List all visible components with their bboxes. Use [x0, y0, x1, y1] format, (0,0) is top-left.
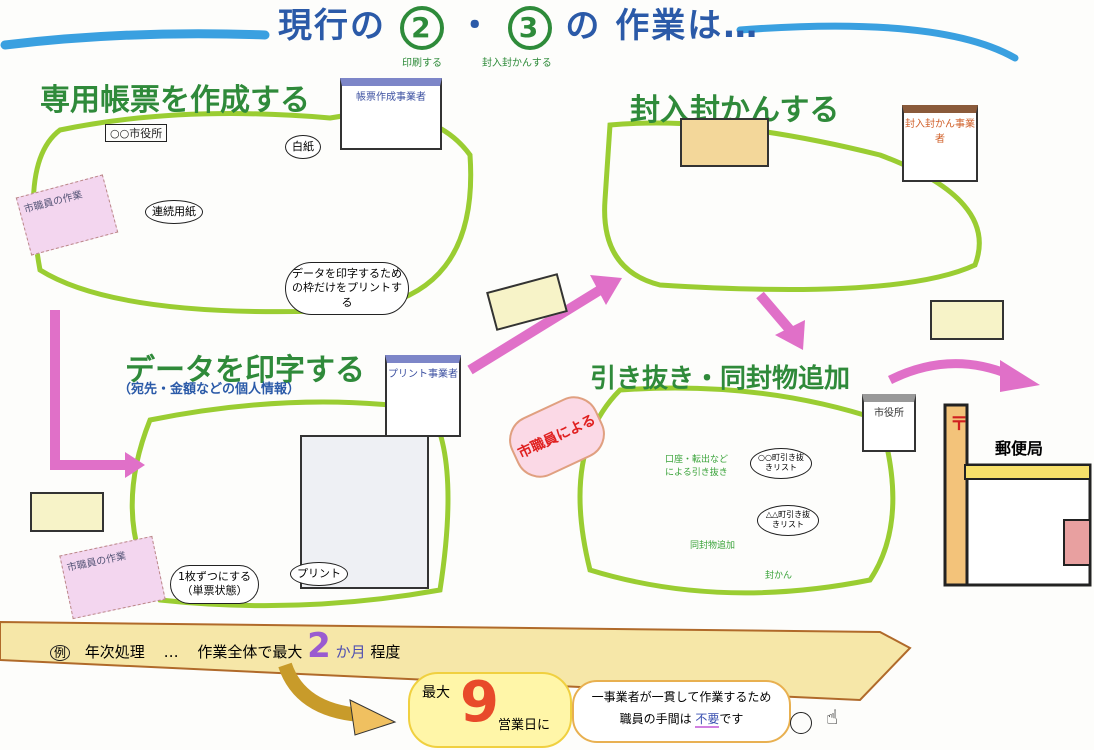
title-prefix: 現行の — [278, 6, 386, 46]
step-2-caption: 印刷する — [402, 58, 442, 69]
title-dot: ・ — [457, 6, 494, 46]
bubble-separate-sheets: 1枚ずつにする（単票状態） — [170, 565, 259, 604]
building-printer: プリント事業者 — [385, 355, 461, 437]
heading-print-data: データを印字する — [125, 353, 365, 388]
building-city-hall: 市役所 — [862, 394, 916, 452]
pull-note: 口座・転出などによる引き抜き — [665, 455, 729, 478]
arrow-curve-post — [887, 359, 1012, 385]
reason-line-1: 一事業者が一貫して作業するため — [591, 690, 772, 704]
smiley-icon — [790, 712, 812, 734]
step-2-badge: 2 — [399, 5, 444, 50]
truck-icon — [30, 492, 104, 532]
by-staff-text: 市職員による — [515, 412, 599, 462]
title-underline-left — [0, 29, 270, 50]
arrow-head-4 — [1000, 360, 1040, 392]
reason-bubble: 一事業者が一貫して作業するため 職員の手間は 不要です — [572, 680, 791, 743]
bubble-blank-paper: 白紙 — [285, 135, 321, 160]
reason-line-2: 職員の手間は 不要です — [574, 708, 789, 730]
example-badge: 例 — [50, 645, 71, 661]
building-enclosing-company: 封入封かん事業者 — [902, 105, 978, 182]
step-3-caption: 封入封かんする — [482, 58, 552, 69]
boxes-illustration — [680, 118, 769, 167]
blob-create — [30, 111, 474, 315]
add-enclosure-note: 同封物追加 — [690, 541, 736, 551]
timeline-text: 例 年次処理 … 作業全体で最大 2 か月 程度 — [50, 626, 400, 666]
truck-icon — [930, 300, 1004, 340]
reason-part-c: です — [719, 712, 744, 726]
arrow-head-3 — [775, 320, 805, 350]
blob-pull — [577, 385, 896, 596]
post-office-tower — [943, 403, 969, 587]
arrow-head-1 — [125, 452, 145, 478]
bubble-list-2: △△町引き抜きリスト — [757, 505, 819, 536]
thumbs-up-icon: ☝ — [826, 705, 839, 729]
bubble-continuous-paper: 連続用紙 — [145, 200, 203, 225]
page-title: 現行の 2 ・ 3 の 作業は… — [278, 4, 759, 50]
post-office-roof — [964, 464, 1091, 480]
step-3-badge: 3 — [507, 5, 552, 50]
box-label: ○○市役所 — [105, 124, 168, 142]
months-value: 2 — [307, 626, 331, 666]
arrow-down-left — [50, 310, 125, 470]
post-mark-icon: 〒 — [950, 414, 968, 435]
max-label: 最大 — [422, 685, 450, 701]
bubble-list-1: ○○町引き抜きリスト — [750, 448, 812, 479]
print-data-subheading: （宛先・金額などの個人情報） — [118, 382, 301, 397]
staff-note-1-text: 市職員の作業 — [22, 189, 84, 216]
arrow-head-2 — [590, 275, 622, 305]
reason-part-a: 職員の手間は — [619, 712, 692, 726]
title-underline-right — [736, 22, 1019, 62]
staff-note-2-text: 市職員の作業 — [66, 550, 128, 575]
arrow-down-right — [756, 291, 794, 334]
days-value: 9 — [460, 670, 499, 735]
ellipsis: … — [163, 643, 179, 661]
curve-arrow — [278, 662, 361, 722]
nine-days-burst: 最大 9 営業日に — [408, 670, 572, 748]
months-unit: か月 — [335, 643, 366, 661]
bubble-print: プリント — [290, 562, 348, 587]
seal-note: 封かん — [765, 571, 793, 581]
reason-unnecessary: 不要 — [695, 712, 720, 728]
curve-arrow-head — [349, 699, 397, 736]
heading-pull-add: 引き抜き・同封物追加 — [590, 364, 851, 394]
overall-label: 作業全体で最大 — [197, 643, 303, 661]
bubble-print-frame: データを印字するための枠だけをプリントする — [285, 262, 409, 315]
approx-label: 程度 — [370, 643, 401, 661]
days-unit: 営業日に — [498, 718, 551, 733]
arrow-diagonal — [467, 285, 603, 375]
heading-create-forms: 専用帳票を作成する — [40, 83, 310, 118]
post-office-label: 郵便局 — [995, 439, 1044, 458]
title-suffix: の 作業は… — [565, 6, 760, 46]
task-label: 年次処理 — [84, 643, 145, 661]
mailbox — [1063, 519, 1091, 566]
building-form-maker: 帳票作成事業者 — [340, 78, 442, 150]
